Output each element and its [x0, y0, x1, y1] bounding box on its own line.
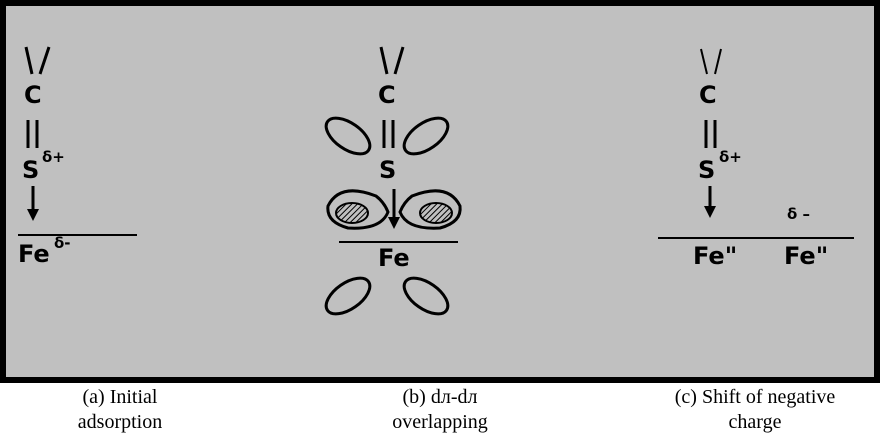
caption-c-line2: charge	[728, 411, 782, 433]
panel-b-d-pi-overlapping: C S Fe	[324, 46, 462, 316]
panel-c-shift-of-negative-charge: C S δ+ δ – Fe" Fe"	[658, 48, 854, 270]
panel-a-down-arrow	[27, 186, 39, 221]
right-overlap-outer-lobe	[398, 189, 462, 230]
panel-a-sulfur-label: S	[22, 156, 39, 184]
lower-right-orbital-lobe	[402, 276, 450, 316]
caption-c: (c) Shift of negative charge	[630, 385, 880, 435]
caption-b-line1: (b) dл-dл	[402, 386, 478, 408]
panel-b-down-arrow	[388, 189, 400, 229]
panel-c-ligand-bonds	[700, 48, 722, 75]
panel-c-sulfur-label: S	[698, 156, 715, 184]
caption-b: (b) dл-dл overlapping	[320, 385, 560, 435]
panel-b-sulfur-label: S	[379, 156, 396, 184]
panel-c-carbon-label: C	[699, 81, 717, 109]
left-overlap-outer-lobe	[326, 189, 390, 230]
panel-a-double-bond	[26, 120, 39, 148]
lower-left-orbital-lobe	[324, 276, 372, 316]
panel-c-double-bond	[704, 120, 717, 148]
diagram-canvas: C S δ+ Fe δ- C S	[18, 46, 854, 316]
panel-c-iron-left-label: Fe"	[693, 242, 737, 270]
panel-b-ligand-bonds	[379, 46, 405, 75]
panel-b-iron-label: Fe	[378, 244, 410, 272]
diagram-frame: C S δ+ Fe δ- C S	[0, 0, 880, 383]
panel-c-sulfur-charge: δ+	[719, 148, 742, 166]
caption-a: (a) Initial adsorption	[0, 385, 240, 435]
panel-a-iron-label: Fe	[18, 240, 50, 268]
panel-a-iron-charge: δ-	[54, 234, 71, 252]
right-hatched-lobe	[419, 202, 453, 224]
panel-b-carbon-label: C	[378, 81, 396, 109]
upper-right-orbital-lobe	[402, 116, 450, 156]
panel-a-initial-adsorption: C S δ+ Fe δ-	[18, 46, 137, 268]
panel-c-negative-charge: δ –	[787, 205, 810, 223]
panel-a-carbon-label: C	[24, 81, 42, 109]
panel-c-down-arrow	[704, 186, 716, 218]
upper-left-orbital-lobe	[324, 116, 372, 156]
left-hatched-lobe	[335, 202, 369, 224]
panel-c-iron-right-label: Fe"	[784, 242, 828, 270]
panel-a-ligand-bonds	[24, 46, 51, 75]
panel-a-sulfur-charge: δ+	[42, 148, 65, 166]
panel-b-double-bond	[382, 120, 395, 148]
caption-b-line2: overlapping	[392, 411, 488, 433]
caption-c-line1: (c) Shift of negative	[674, 386, 836, 408]
caption-a-line2: adsorption	[77, 411, 163, 433]
caption-a-line1: (a) Initial	[82, 386, 158, 408]
